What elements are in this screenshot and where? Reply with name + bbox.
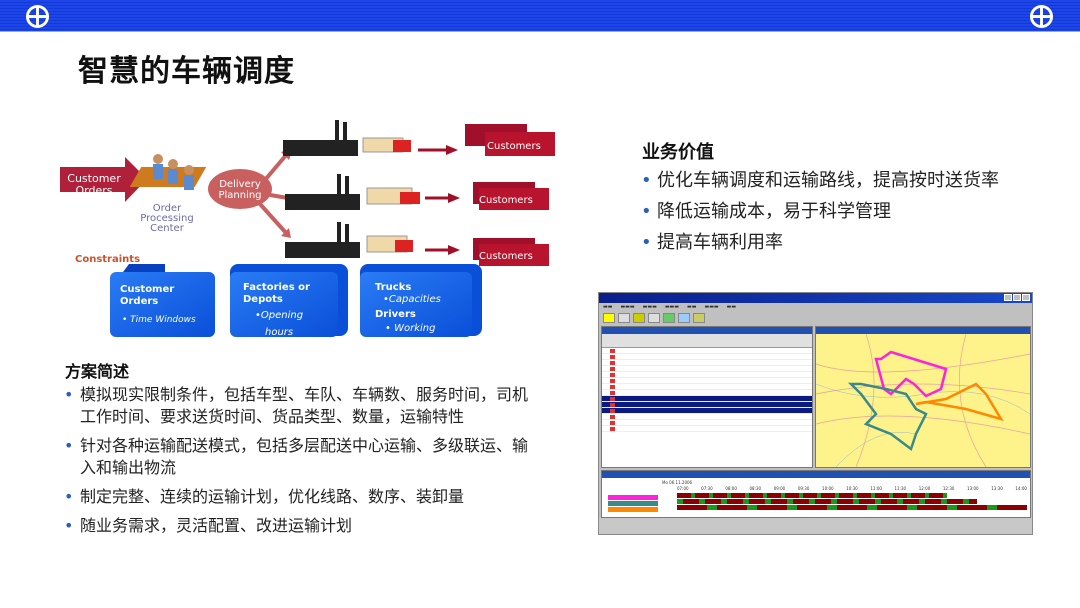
list-item: 随业务需求，灵活配置、改进运输计划: [64, 515, 534, 537]
truck-icon: [610, 349, 615, 353]
table-row[interactable]: [602, 396, 812, 402]
svg-text:• Time Windows: • Time Windows: [122, 315, 196, 325]
list-item: 模拟现实限制条件，包括车型、车队、车辆数、服务时间，司机工作时间、要求送货时间、…: [64, 384, 534, 428]
truck-icon: [610, 409, 615, 413]
gantt-time-label: 07:00: [677, 486, 689, 491]
table-row[interactable]: [602, 426, 812, 432]
route-map: [815, 333, 1031, 468]
gantt-time-label: 08:30: [749, 486, 762, 491]
svg-text:•Capacities: •Capacities: [383, 294, 441, 305]
solution-list: 模拟现实限制条件，包括车型、车队、车辆数、服务时间，司机工作时间、要求送货时间、…: [64, 384, 534, 544]
truck-icon: [610, 361, 615, 365]
table-row[interactable]: [602, 384, 812, 390]
gantt-time-label: 11:30: [894, 486, 907, 491]
svg-text:Customers: Customers: [479, 251, 533, 262]
truck-icon: [610, 367, 615, 371]
gantt-date: Mo 06.11.2006: [662, 480, 693, 485]
circle-cross-logo-icon: [25, 4, 50, 29]
truck-icon: [610, 373, 615, 377]
route-line: [874, 350, 948, 398]
table-row[interactable]: [602, 372, 812, 378]
truck-icon: [610, 427, 615, 431]
customers-boxes: Customers Customers Customers: [465, 124, 555, 266]
svg-text:Drivers: Drivers: [375, 309, 416, 320]
gantt-time-label: 12:00: [918, 486, 931, 491]
constraint-box-trucks: Trucks •Capacities Drivers • Working: [360, 264, 482, 337]
table-row[interactable]: [602, 420, 812, 426]
route-line: [847, 382, 928, 452]
gantt-time-label: 13:30: [991, 486, 1003, 491]
constraints-label: Constraints: [75, 254, 140, 265]
list-item: 优化车辆调度和运输路线，提高按时送货率: [641, 168, 1021, 193]
solution-heading: 方案简述: [65, 362, 130, 381]
value-heading: 业务价值: [642, 142, 714, 163]
tours-table-pane: [601, 326, 813, 468]
table-row[interactable]: [602, 390, 812, 396]
svg-text:Customers: Customers: [487, 141, 541, 152]
menu-bar: ▬▬▬▬▬▬▬▬▬▬▬▬▬▬▬▬▬▬: [603, 304, 737, 310]
table-row[interactable]: [602, 414, 812, 420]
truck-icon: [610, 403, 615, 407]
window-title-bar: [599, 293, 1032, 303]
header-bar: [0, 0, 1080, 32]
list-item: 降低运输成本，易于科学管理: [641, 199, 1021, 224]
route-line: [915, 382, 1004, 422]
gantt-time-label: 09:30: [797, 486, 810, 491]
truck-icon: [610, 391, 615, 395]
truck-icon: [610, 421, 615, 425]
gantt-time-label: 08:00: [725, 486, 737, 491]
truck-icon: [610, 355, 615, 359]
svg-text:Customers: Customers: [479, 195, 533, 206]
customer-orders-arrow: [60, 157, 147, 202]
gantt-time-label: 12:30: [942, 486, 955, 491]
list-item: 制定完整、连续的运输计划，优化线路、数序、装卸量: [64, 486, 534, 508]
gantt-time-label: 13:00: [967, 486, 979, 491]
gantt-time-label: 07:30: [701, 486, 713, 491]
table-row[interactable]: [602, 348, 812, 354]
factory-truck-rows: [283, 120, 460, 258]
map-pane: [815, 326, 1031, 468]
circle-cross-logo-icon: [1029, 4, 1054, 29]
toolbar: [599, 311, 1032, 325]
truck-icon: [610, 397, 615, 401]
table-row[interactable]: [602, 378, 812, 384]
table-row[interactable]: [602, 402, 812, 408]
gantt-time-label: 10:30: [846, 486, 858, 491]
gantt-time-label: 10:00: [822, 486, 834, 491]
svg-text:• Working: • Working: [385, 323, 435, 334]
gantt-time-label: 11:00: [870, 486, 882, 491]
status-bar: [599, 518, 1032, 534]
value-list: 优化车辆调度和运输路线，提高按时送货率 降低运输成本，易于科学管理 提高车辆利用…: [641, 168, 1021, 261]
table-row[interactable]: [602, 408, 812, 414]
truck-icon: [610, 379, 615, 383]
gantt-time-axis: 07:00 07:30 08:00 08:30 09:00 09:30 10:00 10:30…: [677, 486, 1027, 491]
gantt-time-label: 14:00: [1015, 486, 1027, 491]
table-row[interactable]: [602, 354, 812, 360]
table-row[interactable]: [602, 366, 812, 372]
truck-icon: [610, 415, 615, 419]
customer-orders-label: Customer Orders: [67, 172, 121, 197]
list-item: 提高车辆利用率: [641, 230, 1021, 255]
gantt-time-label: 09:00: [773, 486, 786, 491]
list-item: 针对各种运输配送模式，包括多层配送中心运输、多级联运、输入和输出物流: [64, 435, 534, 479]
svg-text:Trucks: Trucks: [375, 282, 411, 293]
order-clerks-icon: [129, 154, 207, 190]
truck-icon: [610, 385, 615, 389]
page-title: 智慧的车辆调度: [78, 54, 295, 89]
table-row[interactable]: [602, 360, 812, 366]
